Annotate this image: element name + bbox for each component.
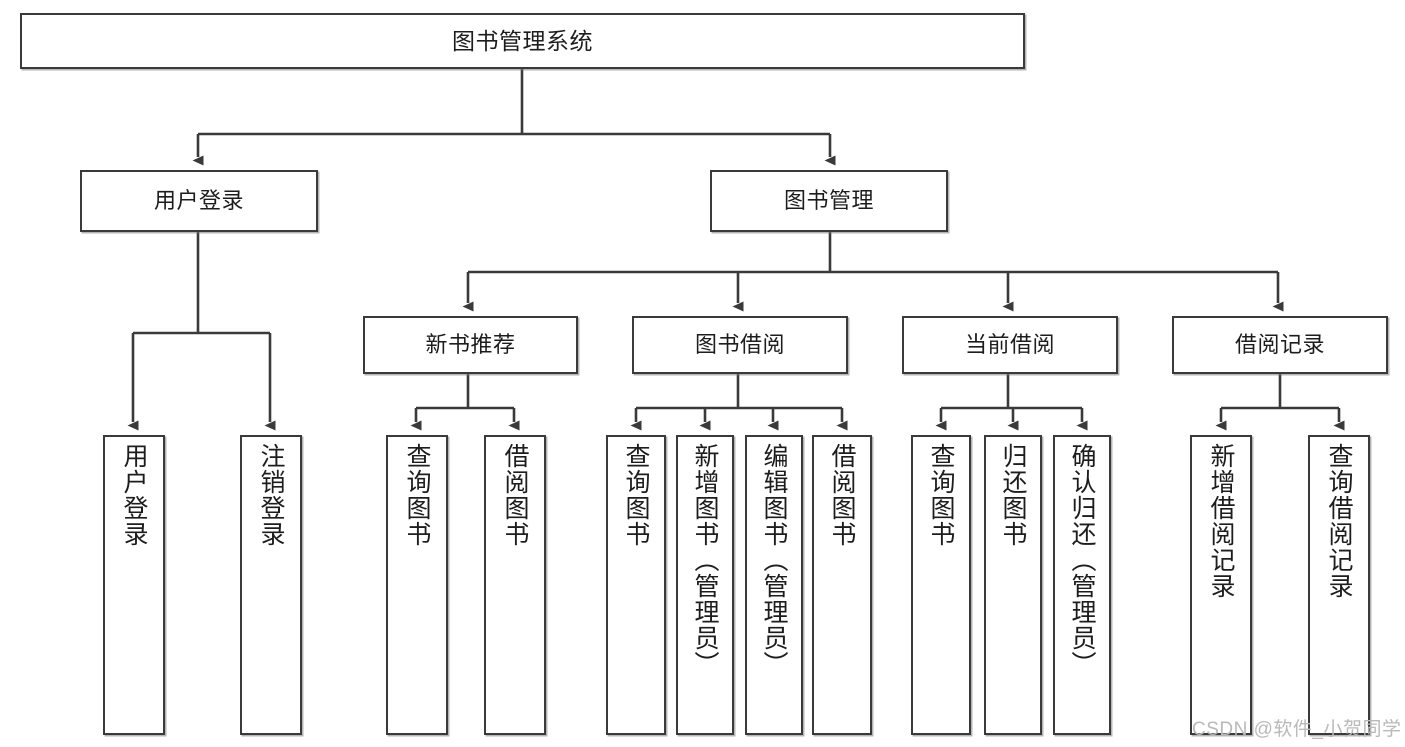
leaf-borrow-edit-book[interactable]: 编辑图书（管理员） <box>745 435 803 735</box>
leaf-current-confirm-return[interactable]: 确认归还（管理员） <box>1053 435 1111 735</box>
node-root-label: 图书管理系统 <box>452 27 593 54</box>
node-current-borrow[interactable]: 当前借阅 <box>902 316 1118 374</box>
leaf-borrow-add-book[interactable]: 新增图书（管理员） <box>676 435 734 735</box>
leaf-record-query[interactable]: 查询借阅记录 <box>1308 435 1370 735</box>
node-user-login-module-label: 用户登录 <box>153 188 244 214</box>
leaf-current-return-book[interactable]: 归还图书 <box>984 435 1042 735</box>
node-borrow-record[interactable]: 借阅记录 <box>1172 316 1388 374</box>
leaf-current-return-book-label: 归还图书 <box>999 443 1027 547</box>
node-current-borrow-label: 当前借阅 <box>964 332 1055 358</box>
leaf-record-query-label: 查询借阅记录 <box>1325 443 1353 599</box>
leaf-user-logout-label: 注销登录 <box>257 443 285 547</box>
node-root[interactable]: 图书管理系统 <box>20 13 1025 69</box>
node-book-borrow-label: 图书借阅 <box>694 332 785 358</box>
leaf-new-borrow-book-label: 借阅图书 <box>501 443 529 547</box>
node-book-management-module-label: 图书管理 <box>783 188 874 214</box>
node-book-management-module[interactable]: 图书管理 <box>710 170 948 232</box>
leaf-borrow-lend-book[interactable]: 借阅图书 <box>812 435 872 735</box>
leaf-new-borrow-book[interactable]: 借阅图书 <box>484 435 546 735</box>
leaf-borrow-edit-book-label: 编辑图书（管理员） <box>760 443 788 677</box>
csdn-watermark: CSDN @软件_小贺同学 <box>1192 719 1402 740</box>
node-book-borrow[interactable]: 图书借阅 <box>632 316 848 374</box>
leaf-current-query-book[interactable]: 查询图书 <box>911 435 971 735</box>
leaf-new-query-book[interactable]: 查询图书 <box>386 435 448 735</box>
leaf-user-logout[interactable]: 注销登录 <box>240 435 302 735</box>
leaf-borrow-lend-book-label: 借阅图书 <box>828 443 856 547</box>
leaf-record-add[interactable]: 新增借阅记录 <box>1190 435 1252 735</box>
leaf-current-confirm-return-label: 确认归还（管理员） <box>1068 443 1096 677</box>
leaf-user-login[interactable]: 用户登录 <box>103 435 165 735</box>
node-new-book-recommend-label: 新书推荐 <box>425 332 516 358</box>
leaf-borrow-query-book-label: 查询图书 <box>622 443 650 547</box>
leaf-new-query-book-label: 查询图书 <box>403 443 431 547</box>
node-borrow-record-label: 借阅记录 <box>1234 332 1325 358</box>
leaf-borrow-query-book[interactable]: 查询图书 <box>606 435 666 735</box>
leaf-user-login-label: 用户登录 <box>120 443 148 547</box>
leaf-borrow-add-book-label: 新增图书（管理员） <box>691 443 719 677</box>
leaf-current-query-book-label: 查询图书 <box>927 443 955 547</box>
leaf-record-add-label: 新增借阅记录 <box>1207 443 1235 599</box>
node-user-login-module[interactable]: 用户登录 <box>80 170 318 232</box>
node-new-book-recommend[interactable]: 新书推荐 <box>363 316 578 374</box>
